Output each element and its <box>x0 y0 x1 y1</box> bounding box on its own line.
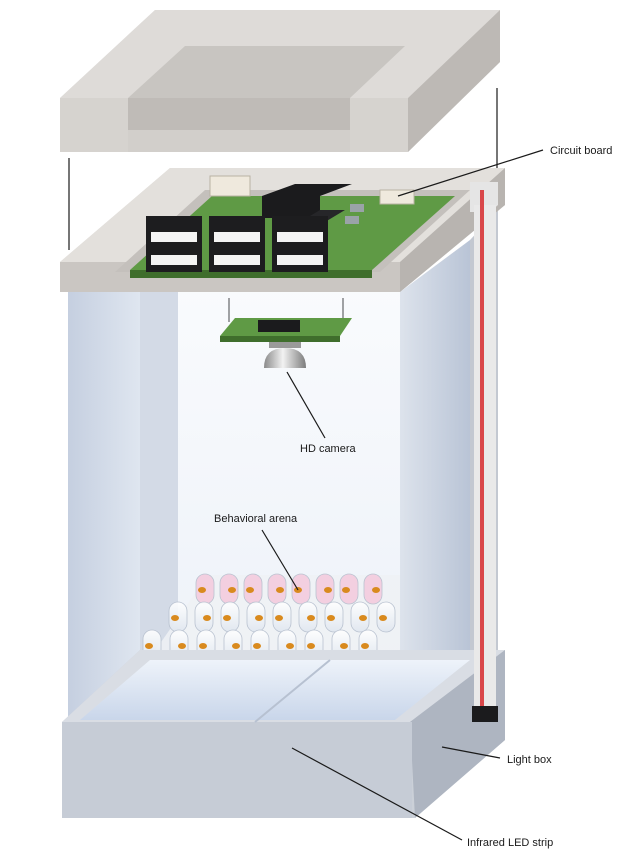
label-circuit-board: Circuit board <box>550 145 612 157</box>
fly <box>228 587 236 593</box>
fly <box>327 615 335 621</box>
hd-camera-module <box>220 318 352 368</box>
fly <box>246 587 254 593</box>
fly <box>253 643 261 649</box>
fly <box>372 587 380 593</box>
usb-port-stack-1 <box>146 216 202 272</box>
fly <box>307 615 315 621</box>
fly <box>255 615 263 621</box>
fly <box>171 615 179 621</box>
fly <box>145 643 153 649</box>
fly <box>198 587 206 593</box>
label-infrared-led-strip: Infrared LED strip <box>467 837 553 849</box>
fly <box>379 615 387 621</box>
fly <box>199 643 207 649</box>
label-hd-camera: HD camera <box>300 443 357 455</box>
fly <box>340 643 348 649</box>
label-behavioral-arena: Behavioral arena <box>214 513 298 525</box>
label-light-box: Light box <box>507 754 552 766</box>
fly <box>275 615 283 621</box>
fly <box>286 643 294 649</box>
fly <box>324 587 332 593</box>
leader-lines <box>261 149 544 841</box>
usb-port-stack-2 <box>209 216 265 272</box>
circuit-board <box>130 175 455 278</box>
fly <box>178 643 186 649</box>
fly <box>276 587 284 593</box>
fly <box>342 587 350 593</box>
top-lid <box>60 10 500 152</box>
usb-port-stack-3 <box>272 216 328 272</box>
fly <box>223 615 231 621</box>
infrared-led-strip <box>470 182 498 722</box>
fly <box>361 643 369 649</box>
light-box <box>62 650 505 818</box>
fly <box>359 615 367 621</box>
fly <box>232 643 240 649</box>
fly <box>203 615 211 621</box>
fly <box>307 643 315 649</box>
